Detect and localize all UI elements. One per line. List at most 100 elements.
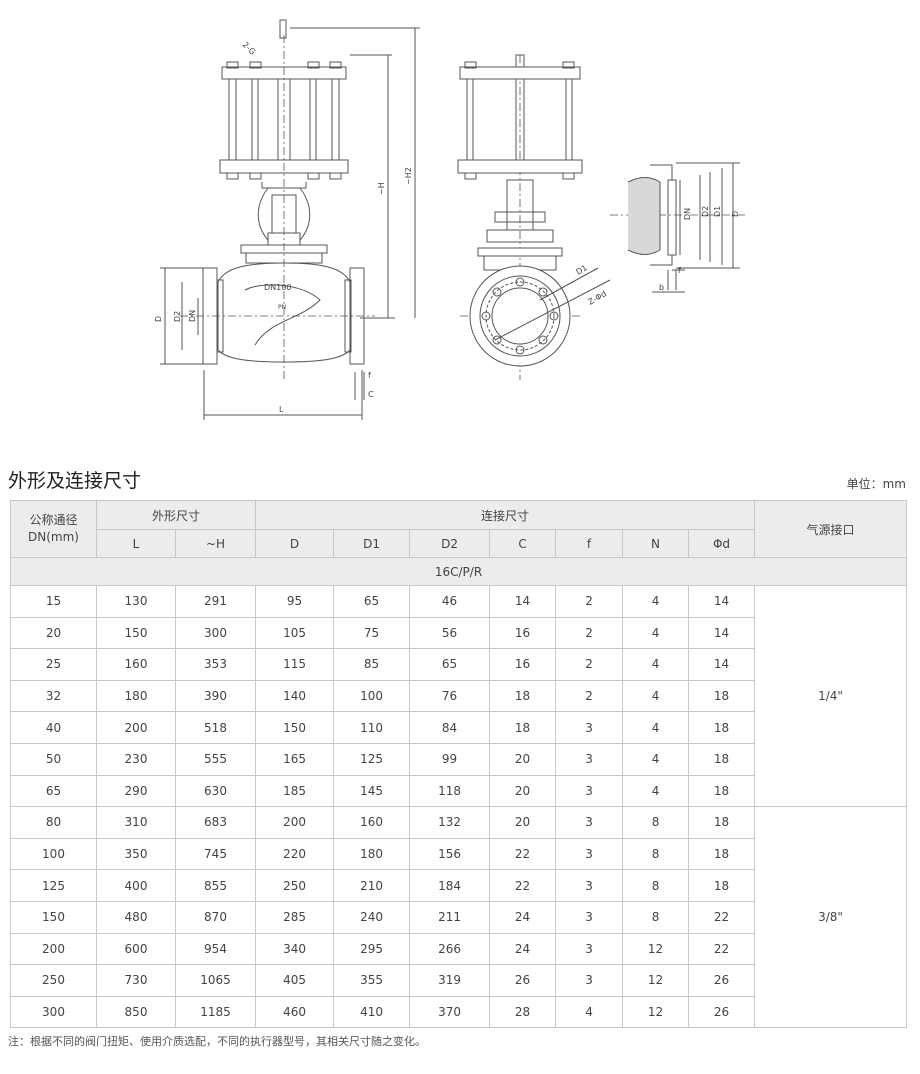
table-cell: 14 <box>489 585 557 618</box>
table-cell: 165 <box>255 742 335 776</box>
table-cell: 99 <box>409 742 491 776</box>
table-cell: 65 <box>409 648 491 681</box>
svg-text:2-G: 2-G <box>241 40 258 57</box>
table-cell: 12 <box>622 995 690 1029</box>
table-cell: 2 <box>555 679 624 713</box>
table-cell: 160 <box>96 648 176 681</box>
table-cell: 12 <box>622 932 690 966</box>
table-cell: 18 <box>688 711 756 744</box>
table-cell: 145 <box>333 774 411 808</box>
table-cell: 210 <box>333 869 411 902</box>
table-cell: 22 <box>489 869 557 902</box>
table-cell: 18 <box>688 837 756 871</box>
table-cell: 3 <box>555 900 624 934</box>
svg-text:D2: D2 <box>173 311 182 322</box>
svg-text:L: L <box>279 405 284 414</box>
table-cell: 20 <box>10 616 97 650</box>
table-cell: 8 <box>622 806 690 839</box>
subheader-2: D <box>255 529 335 558</box>
subheader-0: L <box>96 529 176 558</box>
table-cell: 28 <box>489 995 557 1029</box>
svg-text:f: f <box>368 371 371 380</box>
table-cell: 1065 <box>174 964 257 997</box>
table-cell: 150 <box>96 616 176 650</box>
table-cell: 683 <box>174 806 257 839</box>
unit-label: 单位：mm <box>846 477 906 491</box>
table-cell: 3 <box>555 837 624 871</box>
table-cell: 3 <box>555 742 624 776</box>
table-cell: 75 <box>333 616 411 650</box>
table-cell: 20 <box>489 742 557 776</box>
table-cell: 118 <box>409 774 491 808</box>
table-cell: 8 <box>622 900 690 934</box>
table-cell: 132 <box>409 806 491 839</box>
table-cell: 850 <box>96 995 176 1029</box>
table-cell: 400 <box>96 869 176 902</box>
svg-text:DN: DN <box>188 310 197 322</box>
table-cell: 319 <box>409 964 491 997</box>
svg-text:~H2: ~H2 <box>404 167 413 185</box>
table-cell: 4 <box>622 774 690 808</box>
table-cell: 140 <box>255 679 335 713</box>
table-cell: 4 <box>622 648 690 681</box>
subheader-4: D2 <box>409 529 491 558</box>
table-cell: 180 <box>333 837 411 871</box>
subheader-8: Φd <box>688 529 756 558</box>
table-cell: 12 <box>622 964 690 997</box>
table-cell: 56 <box>409 616 491 650</box>
table-cell: 115 <box>255 648 335 681</box>
subheader-5: C <box>489 529 557 558</box>
col-dn-header: 公称通径 DN(mm) <box>10 500 97 558</box>
table-cell: 18 <box>489 711 557 744</box>
table-cell: 390 <box>174 679 257 713</box>
table-cell: 3 <box>555 774 624 808</box>
table-cell: 125 <box>10 869 97 902</box>
table-cell: 22 <box>489 837 557 871</box>
table-cell: 65 <box>333 585 411 618</box>
series-label: 16C/P/R <box>9 557 908 586</box>
table-cell: 8 <box>622 837 690 871</box>
table-cell: 26 <box>489 964 557 997</box>
group-outline-header: 外形尺寸 <box>95 500 257 530</box>
table-cell: 3 <box>555 932 624 966</box>
table-cell: 22 <box>688 932 756 966</box>
svg-text:PN: PN <box>278 304 286 311</box>
col-air-header: 气源接口 <box>754 500 908 558</box>
footnote: 注：根据不同的阀门扭矩、使用介质选配，不同的执行器型号，其相关尺寸随之变化。 <box>8 1035 426 1048</box>
table-cell: 200 <box>255 806 335 839</box>
table-cell: 3 <box>555 964 624 997</box>
table-cell: 95 <box>255 585 335 618</box>
svg-text:b: b <box>659 283 664 292</box>
table-cell: 1185 <box>174 995 257 1029</box>
svg-text:DN: DN <box>683 208 692 220</box>
table-cell: 291 <box>174 585 257 618</box>
table-cell: 18 <box>489 679 557 713</box>
table-cell: 4 <box>622 679 690 713</box>
table-cell: 14 <box>688 585 756 618</box>
table-cell: 285 <box>255 900 335 934</box>
col-dn-header-text: 公称通径 DN(mm) <box>28 513 79 544</box>
svg-text:D: D <box>154 316 163 322</box>
svg-text:D1: D1 <box>713 206 722 217</box>
table-cell: 185 <box>255 774 335 808</box>
svg-text:~H: ~H <box>377 182 386 195</box>
subheader-3: D1 <box>333 529 411 558</box>
subheader-1: ~H <box>174 529 257 558</box>
table-cell: 300 <box>174 616 257 650</box>
section-title: 外形及连接尺寸 <box>8 470 142 492</box>
table-cell: 295 <box>333 932 411 966</box>
table-cell: 180 <box>96 679 176 713</box>
table-cell: 16 <box>489 648 557 681</box>
table-cell: 184 <box>409 869 491 902</box>
table-cell: 250 <box>10 964 97 997</box>
table-cell: 200 <box>96 711 176 744</box>
